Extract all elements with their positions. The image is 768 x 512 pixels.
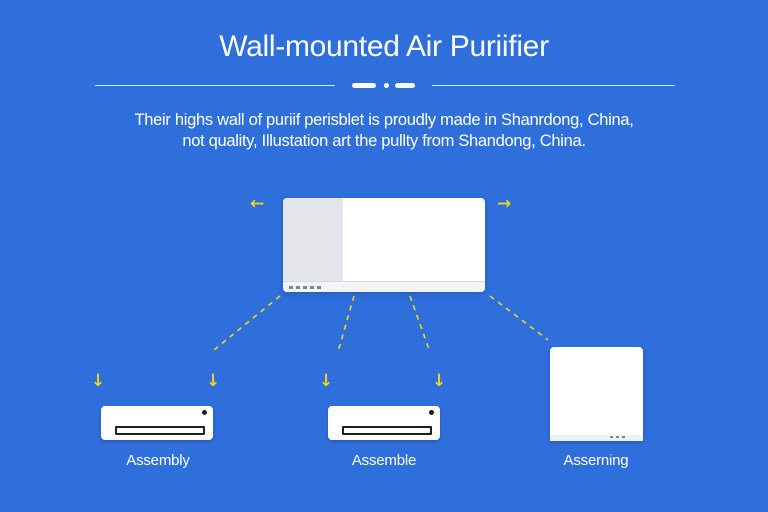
title-divider-left: [95, 85, 335, 86]
main-purifier-unit: [283, 198, 485, 292]
assembly-unit: [101, 406, 213, 440]
arrow-down-icon: ↓: [432, 371, 447, 391]
arrow-right-icon: →: [497, 194, 512, 214]
connector-line: [337, 295, 355, 353]
divider-dash: [352, 83, 376, 88]
connector-line: [489, 295, 549, 341]
divider-dash: [395, 83, 415, 88]
title-divider-right: [432, 85, 675, 86]
unit-caption-1: Assembly: [126, 452, 190, 469]
knob: [202, 410, 207, 415]
description: Their highs wall of puriif perisblet is …: [0, 110, 768, 152]
indicator-lights: [610, 436, 625, 438]
unit-base: [550, 435, 643, 441]
unit-caption-3: Asserning: [563, 452, 629, 469]
unit-caption-2: Assemble: [351, 452, 417, 469]
connector-line: [409, 295, 431, 353]
assemble-unit: [328, 406, 440, 440]
purifier-side-panel: [283, 198, 343, 292]
description-line-2: not quality, Illustation art the pullty …: [182, 132, 586, 150]
purifier-bottom-strip: [283, 281, 485, 292]
page-title: Wall-mounted Air Puriifier: [219, 30, 549, 63]
air-vent: [115, 426, 205, 435]
air-vent: [342, 426, 432, 435]
indicator-lights: [289, 286, 321, 289]
connector-line: [213, 295, 281, 351]
standalone-purifier-unit: [550, 347, 643, 441]
arrow-down-icon: ↓: [91, 371, 106, 391]
knob: [429, 410, 434, 415]
arrow-down-icon: ↓: [319, 371, 334, 391]
arrow-left-icon: ←: [250, 194, 265, 214]
arrow-down-icon: ↓: [206, 371, 221, 391]
description-line-1: Their highs wall of puriif perisblet is …: [134, 111, 634, 129]
divider-dot: [384, 83, 389, 88]
